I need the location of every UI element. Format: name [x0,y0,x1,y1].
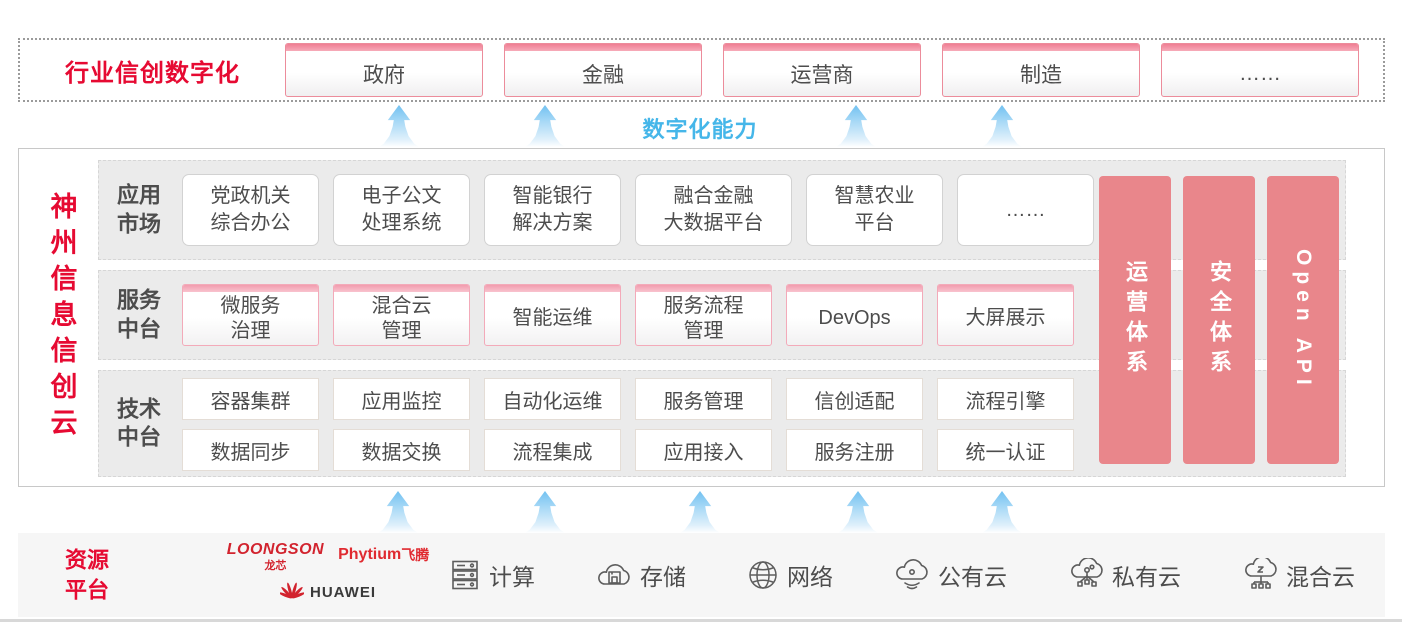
pillar-operations-system: 运营体系 [1099,176,1171,464]
network-globe-icon [746,558,780,592]
resource-item-network: 网络 [746,558,833,592]
card-dashboard-display: 大屏展示 [937,284,1074,346]
resource-item-public-cloud: 公有云 [893,558,1007,592]
platform-main-panel: 神州信息信创云 应用 市场 党政机关 综合办公 电子公文 处理系统 智能银行 解… [18,148,1385,487]
card-process-integration: 流程集成 [484,429,621,471]
technology-cards-top: 容器集群 应用监控 自动化运维 服务管理 信创适配 流程引擎 [182,378,1074,420]
up-arrow-icon [982,491,1022,533]
card-xinchuang-adaptation: 信创适配 [786,378,923,420]
row-technology-platform: 技术 中台 容器集群 应用监控 自动化运维 服务管理 信创适配 流程引擎 数据同… [98,370,1346,477]
service-platform-cards: 微服务 治理 混合云 管理 智能运维 服务流程 管理 DevOps 大屏展示 [182,284,1074,346]
resource-item-label: 存储 [640,564,686,590]
resource-item-list: 计算 存储 [448,533,1355,617]
resource-item-label: 混合云 [1286,564,1355,590]
up-arrow-icon [982,105,1022,147]
row-label-technology-platform: 技术 中台 [117,395,162,450]
pillar-security-system: 安全体系 [1183,176,1255,464]
up-arrow-icon [378,491,418,533]
row-label-service-platform: 服务 中台 [117,287,162,341]
technology-cards-bottom: 数据同步 数据交换 流程集成 应用接入 服务注册 统一认证 [182,429,1074,471]
storage-cloud-icon [595,559,633,591]
loongson-wordmark: LOONGSON [226,541,325,558]
up-arrow-icon [680,491,720,533]
card-smart-agriculture: 智慧农业 平台 [806,174,943,246]
card-unified-auth: 统一认证 [937,429,1074,471]
up-arrow-icon [379,105,419,147]
card-party-gov-office: 党政机关 综合办公 [182,174,319,246]
card-hybrid-cloud-mgmt: 混合云 管理 [333,284,470,346]
sector-ellipsis: …… [1161,43,1359,97]
resource-item-private-cloud: 私有云 [1067,558,1181,592]
up-arrow-icon [836,105,876,147]
card-app-monitoring: 应用监控 [333,378,470,420]
card-smart-banking: 智能银行 解决方案 [484,174,621,246]
card-app-access: 应用接入 [635,429,772,471]
resource-item-hybrid-cloud: 混合云 [1241,558,1355,592]
huawei-flower-icon [278,581,306,604]
application-market-cards: 党政机关 综合办公 电子公文 处理系统 智能银行 解决方案 融合金融 大数据平台… [182,174,1094,246]
bottom-divider [0,619,1402,622]
card-app-ellipsis: …… [957,174,1094,246]
loongson-cn-label: 龙芯 [264,560,287,572]
up-arrow-icon [838,491,878,533]
huawei-wordmark: HUAWEI [310,584,376,601]
industry-band-title: 行业信创数字化 [65,59,240,87]
loongson-logo: LOONGSON 龙芯 [227,541,324,573]
card-service-registry: 服务注册 [786,429,923,471]
resource-item-label: 计算 [489,564,535,590]
card-service-mgmt: 服务管理 [635,378,772,420]
phytium-wordmark: Phytium [338,546,402,563]
resource-item-compute: 计算 [448,558,535,592]
sector-finance: 金融 [504,43,702,97]
sector-operators: 运营商 [723,43,921,97]
resource-item-label: 网络 [787,564,833,590]
hybrid-cloud-icon [1241,558,1279,592]
capability-label: 数字化能力 [642,117,758,142]
up-arrow-icon [525,491,565,533]
card-intelligent-ops: 智能运维 [484,284,621,346]
resource-band-title: 资源 平台 [65,547,110,602]
phytium-cn-label: 飞腾 [401,547,430,563]
huawei-logo: HUAWEI [213,581,443,604]
industry-digitalization-band: 行业信创数字化 政府 金融 运营商 制造 …… [18,38,1385,102]
technology-platform-cards: 容器集群 应用监控 自动化运维 服务管理 信创适配 流程引擎 数据同步 数据交换… [182,378,1074,480]
resource-item-label: 私有云 [1112,564,1181,590]
sector-government: 政府 [285,43,483,97]
card-finance-bigdata: 融合金融 大数据平台 [635,174,792,246]
card-automated-ops: 自动化运维 [484,378,621,420]
card-container-cluster: 容器集群 [182,378,319,420]
compute-server-icon [448,558,482,592]
resource-item-storage: 存储 [595,558,686,592]
card-data-sync: 数据同步 [182,429,319,471]
public-cloud-icon [893,558,931,592]
phytium-logo: Phytium 飞腾 [338,545,429,565]
card-microservice-governance: 微服务 治理 [182,284,319,346]
card-process-engine: 流程引擎 [937,378,1074,420]
resource-platform-band: 资源 平台 LOONGSON 龙芯 Phytium 飞腾 [18,533,1385,617]
card-devops: DevOps [786,284,923,346]
private-cloud-icon [1067,558,1105,592]
card-data-exchange: 数据交换 [333,429,470,471]
vendor-logos: LOONGSON 龙芯 Phytium 飞腾 [213,541,443,604]
card-service-process-mgmt: 服务流程 管理 [635,284,772,346]
card-edoc-system: 电子公文 处理系统 [333,174,470,246]
sector-manufacturing: 制造 [942,43,1140,97]
pillar-open-api: Open API [1267,176,1339,464]
platform-title: 神州信息信创云 [46,191,77,444]
industry-sector-list: 政府 金融 运营商 制造 …… [285,43,1359,97]
row-label-application-market: 应用 市场 [117,182,162,236]
up-arrow-icon [525,105,565,147]
resource-item-label: 公有云 [938,564,1007,590]
